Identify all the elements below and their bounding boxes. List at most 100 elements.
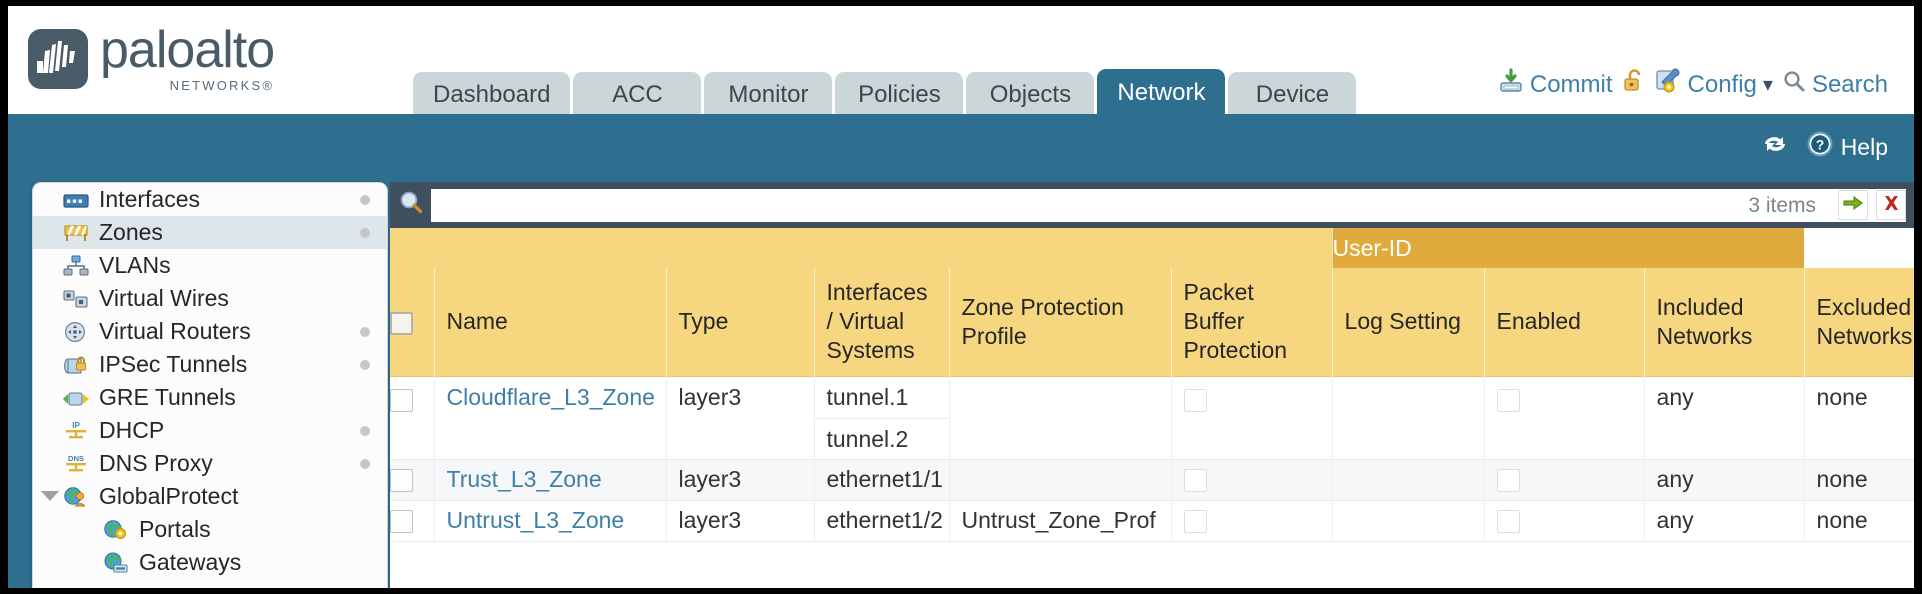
help-button[interactable]: ? Help [1806, 130, 1888, 164]
sidebar-item-label: GRE Tunnels [99, 384, 236, 410]
row-checkbox[interactable] [390, 510, 413, 534]
banner-actions: ? Help [1760, 130, 1888, 164]
commit-save-icon [1498, 68, 1524, 101]
status-dot [360, 426, 370, 436]
status-dot [360, 327, 370, 337]
sidebar-item-dhcp[interactable]: IP DHCP [33, 414, 387, 447]
gateways-icon [103, 552, 130, 574]
cell-type: layer3 [665, 500, 814, 542]
search-input[interactable] [431, 188, 1906, 222]
column-header-included-networks[interactable]: Included Networks [1643, 268, 1805, 377]
sidebar-item-virtual-routers[interactable]: Virtual Routers [33, 315, 387, 348]
column-header-enabled[interactable]: Enabled [1483, 268, 1645, 377]
packet-buffer-protection-checkbox[interactable] [1183, 510, 1207, 534]
tab-policies[interactable]: Policies [835, 72, 964, 117]
green-arrow-apply-icon [1843, 195, 1863, 216]
cell-interfaces: ethernet1/1 [813, 459, 949, 501]
svg-text:IP: IP [72, 421, 80, 430]
commit-button[interactable]: Commit [1498, 68, 1613, 101]
table-group-header-row: User-ID [390, 228, 1914, 268]
select-all-header[interactable] [390, 268, 434, 377]
sidebar-item-vlans[interactable]: VLANs [33, 249, 387, 282]
cell-name[interactable]: Trust_L3_Zone [433, 459, 666, 501]
sidebar-item-dns-proxy[interactable]: DNS DNS Proxy [33, 447, 387, 480]
sidebar-item-label: DNS Proxy [99, 450, 213, 476]
cell-packet-buffer-protection[interactable] [1170, 459, 1333, 501]
sidebar-item-label: GlobalProtect [99, 483, 239, 509]
column-header-log-setting[interactable]: Log Setting [1331, 268, 1485, 377]
sidebar-item-gateways[interactable]: Gateways [33, 546, 387, 579]
cell-userid-enabled[interactable] [1483, 459, 1645, 501]
apply-filter-button[interactable] [1838, 190, 1868, 220]
search-label: Search [1811, 70, 1888, 98]
tab-objects[interactable]: Objects [966, 72, 1095, 117]
sidebar-item-label: Gateways [139, 549, 242, 575]
interface-entry: tunnel.1 [826, 383, 909, 410]
search-magnifier-icon[interactable] [398, 189, 425, 221]
sidebar-item-portals[interactable]: Portals [33, 513, 387, 546]
packet-buffer-protection-checkbox[interactable] [1183, 388, 1207, 412]
status-dot [360, 228, 370, 238]
cell-name[interactable]: Cloudflare_L3_Zone [433, 376, 666, 460]
cell-included-networks: any [1643, 376, 1805, 460]
expand-caret-icon[interactable] [41, 491, 59, 501]
tab-monitor[interactable]: Monitor [704, 72, 833, 117]
row-checkbox[interactable] [390, 469, 413, 493]
sidebar-item-gre-tunnels[interactable]: GRE Tunnels [33, 381, 387, 414]
column-header-type[interactable]: Type [665, 268, 814, 377]
sidebar-item-label: Portals [139, 516, 211, 542]
row-checkbox[interactable] [390, 388, 413, 412]
sidebar-item-ipsec-tunnels[interactable]: IPSec Tunnels [33, 348, 387, 381]
config-dropdown[interactable]: Config ▾ [1655, 68, 1773, 101]
zone-name-link[interactable]: Trust_L3_Zone [446, 466, 602, 492]
zones-panel: 3 items [390, 182, 1914, 588]
vlans-icon [63, 255, 90, 277]
refresh-icon [1760, 131, 1790, 163]
refresh-button[interactable] [1760, 131, 1790, 163]
table-row[interactable]: Untrust_L3_Zone layer3 ethernet1/2 Untru… [390, 500, 1914, 542]
column-header-name[interactable]: Name [433, 268, 666, 377]
zone-name-link[interactable]: Cloudflare_L3_Zone [446, 383, 655, 410]
brand-wordmark: paloalto NETWORKS® [100, 21, 275, 93]
column-header-zone-protection-profile[interactable]: Zone Protection Profile [948, 268, 1171, 377]
top-header: paloalto NETWORKS® Dashboard ACC Monitor… [8, 6, 1914, 117]
cell-interfaces: ethernet1/2 [813, 500, 949, 542]
userid-enabled-checkbox[interactable] [1496, 469, 1520, 493]
row-select-cell[interactable] [390, 376, 434, 460]
sidebar-item-label: Zones [99, 219, 163, 245]
column-header-packet-buffer-protection[interactable]: Packet Buffer Protection [1170, 268, 1333, 377]
tab-device[interactable]: Device [1228, 72, 1357, 117]
sidebar-item-globalprotect[interactable]: GlobalProtect [33, 480, 387, 513]
cell-packet-buffer-protection[interactable] [1170, 500, 1333, 542]
userid-enabled-checkbox[interactable] [1496, 388, 1520, 412]
zone-name-link[interactable]: Untrust_L3_Zone [446, 507, 625, 533]
brand-name: paloalto [100, 21, 275, 79]
brand-logo: paloalto NETWORKS® [28, 21, 275, 93]
row-select-cell[interactable] [390, 459, 434, 501]
cell-packet-buffer-protection[interactable] [1170, 376, 1333, 460]
tab-network[interactable]: Network [1097, 69, 1226, 117]
search-button[interactable]: Search [1782, 69, 1888, 100]
userid-enabled-checkbox[interactable] [1496, 510, 1520, 534]
packet-buffer-protection-checkbox[interactable] [1183, 469, 1207, 493]
lock-button[interactable] [1622, 68, 1646, 101]
virtual-routers-icon [63, 321, 90, 343]
tab-dashboard[interactable]: Dashboard [413, 72, 571, 117]
group-header-userid: User-ID [1331, 228, 1805, 268]
tab-acc[interactable]: ACC [573, 72, 702, 117]
sidebar-item-interfaces[interactable]: Interfaces [33, 183, 387, 216]
column-header-interfaces-virtual-systems[interactable]: Interfaces / Virtual Systems [813, 268, 949, 377]
cell-userid-enabled[interactable] [1483, 376, 1645, 460]
sidebar-item-zones[interactable]: Zones [33, 216, 387, 249]
zones-icon [63, 222, 90, 244]
row-select-cell[interactable] [390, 500, 434, 542]
cell-name[interactable]: Untrust_L3_Zone [433, 500, 666, 542]
clear-filter-button[interactable] [1876, 190, 1906, 220]
column-header-excluded-networks[interactable]: Excluded Networks [1803, 268, 1914, 377]
sidebar-item-virtual-wires[interactable]: Virtual Wires [33, 282, 387, 315]
interface-entry: tunnel.2 [814, 417, 949, 459]
cell-userid-enabled[interactable] [1483, 500, 1645, 542]
select-all-checkbox[interactable] [390, 311, 413, 335]
sidebar-item-label: DHCP [99, 417, 165, 443]
table-row[interactable]: Trust_L3_Zone layer3 ethernet1/1 any [390, 459, 1914, 501]
